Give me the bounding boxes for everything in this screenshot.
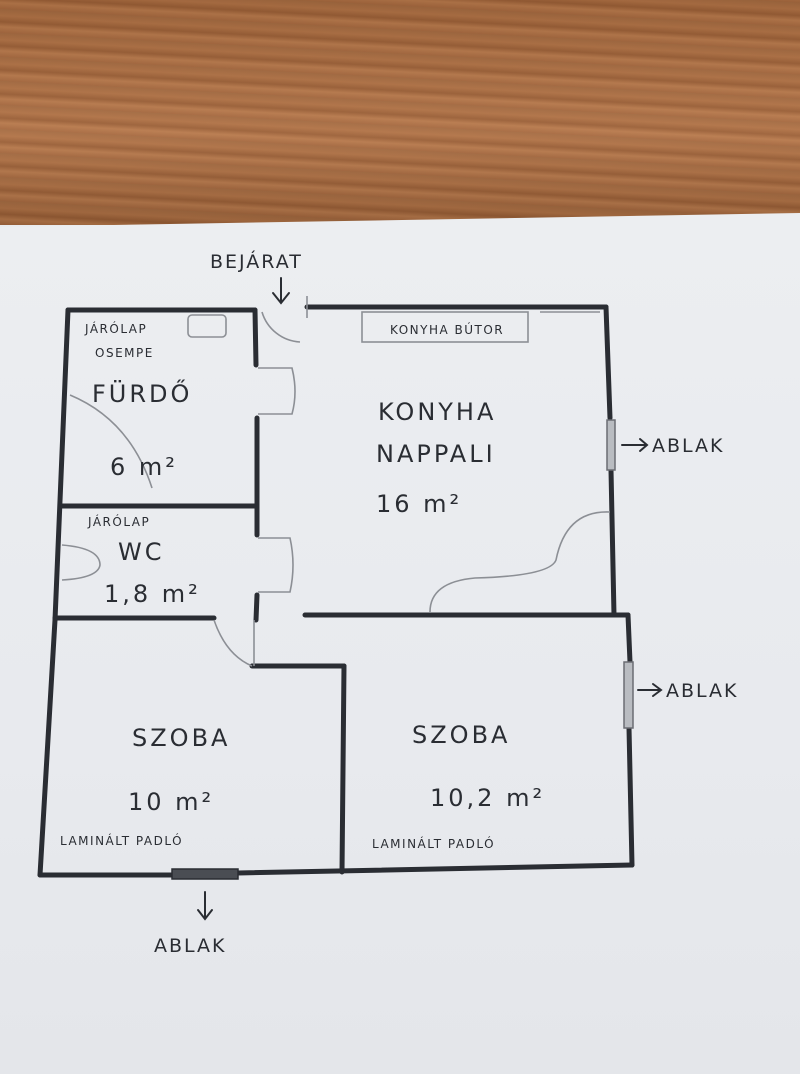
desk-shadow xyxy=(0,0,800,225)
label-room-left-floor: LAMINÁLT PADLÓ xyxy=(60,833,183,848)
wall-bath-hall-1 xyxy=(252,307,259,368)
label-wc: WC xyxy=(118,538,165,566)
label-kitchen: KONYHA xyxy=(378,398,496,426)
bathtub-curve xyxy=(69,394,153,489)
label-entrance: BEJÁRAT xyxy=(210,250,303,273)
window-kitchen xyxy=(606,419,616,471)
wall-left-upper xyxy=(52,307,71,623)
wall-room-room xyxy=(339,663,347,875)
entrance-door-swing xyxy=(261,311,301,343)
wall-right-4 xyxy=(626,725,635,868)
wall-bottom-right xyxy=(235,862,635,876)
wooden-desk xyxy=(0,0,800,225)
kitchen-counter xyxy=(361,311,529,343)
wall-right-3 xyxy=(625,612,633,665)
window-kitchen-arrow-head-icon xyxy=(639,438,649,452)
bathroom-door-swing xyxy=(258,367,296,415)
label-bathroom: FÜRDŐ xyxy=(92,378,192,408)
wall-right-1 xyxy=(603,304,613,421)
window-room-right xyxy=(623,661,634,729)
label-room-right: SZOBA xyxy=(412,721,510,749)
paper-sheet xyxy=(0,213,800,1074)
label-tub: OSEMPE xyxy=(95,346,154,360)
entrance-arrow-head-icon xyxy=(272,292,290,305)
label-room-right-area: 10,2 m² xyxy=(430,784,545,812)
label-living: NAPPALI xyxy=(376,440,496,468)
label-room-right-floor: LAMINÁLT PADLÓ xyxy=(372,836,495,851)
label-kitchen-furniture: KONYHA BÚTOR xyxy=(390,322,504,337)
label-bath-tile: JÁRÓLAP xyxy=(84,321,147,336)
wall-right-2 xyxy=(608,467,617,618)
walls xyxy=(37,304,635,878)
sink-icon xyxy=(187,314,227,338)
room-door-swing xyxy=(213,619,253,667)
wall-wc-hall xyxy=(253,592,260,623)
pencil-details xyxy=(61,296,611,667)
arrows xyxy=(197,277,663,921)
wall-left-lower xyxy=(37,617,58,878)
window-room-arrow-head-icon xyxy=(652,683,663,697)
label-kitchen-area: 16 m² xyxy=(376,490,462,518)
label-bathroom-area: 6 m² xyxy=(110,453,178,481)
label-room-left-area: 10 m² xyxy=(128,788,214,816)
window-room-left xyxy=(171,868,239,880)
label-wc-tile: JÁRÓLAP xyxy=(87,514,150,529)
window-bottom-arrow-head-icon xyxy=(197,909,213,921)
label-wc-area: 1,8 m² xyxy=(104,580,201,608)
label-window-bottom: ABLAK xyxy=(154,935,227,957)
label-window-kitchen: ABLAK xyxy=(652,435,725,457)
kitchen-curve xyxy=(429,511,611,613)
label-window-room-right: ABLAK xyxy=(666,680,739,702)
windows xyxy=(171,419,634,880)
toilet-icon xyxy=(61,544,101,581)
wc-door-swing xyxy=(258,537,294,593)
label-room-left: SZOBA xyxy=(132,724,230,752)
